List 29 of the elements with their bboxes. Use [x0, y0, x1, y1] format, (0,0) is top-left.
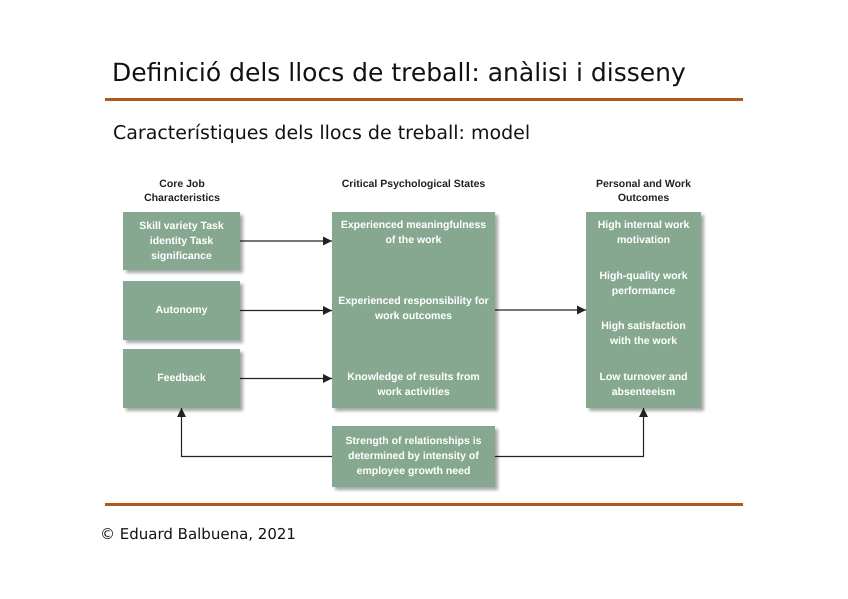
arrow — [240, 306, 332, 315]
process-box — [586, 212, 701, 408]
arrow — [177, 408, 332, 458]
copyright-note: © Eduard Balbuena, 2021 — [100, 525, 296, 543]
column-heading: Personal and Work Outcomes — [595, 177, 692, 205]
box-text: Strength of relationships is determined by intensity of employee growth need — [344, 434, 482, 479]
process-box — [123, 212, 240, 270]
process-box — [332, 426, 495, 487]
box-text: Skill variety Task identity Task significance — [138, 218, 225, 264]
box-text: Feedback — [157, 371, 206, 386]
process-box — [123, 349, 240, 408]
box-text: High-quality work performance — [598, 268, 689, 299]
box-text: Experienced meaningfulness of the work — [340, 218, 488, 248]
box-text: Low turnover and absenteeism — [598, 370, 689, 400]
box-text: High internal work motivation — [596, 218, 690, 248]
box-text: Experienced responsibility for work outcomes — [337, 294, 490, 324]
column-heading: Core Job Characteristics — [143, 177, 221, 205]
slide-title: Definició dels llocs de treball: anàlisi i disseny — [112, 58, 686, 87]
slide-subtitle: Característiques dels llocs de treball: model — [113, 122, 530, 144]
arrow — [240, 236, 332, 246]
arrow — [495, 306, 586, 314]
box-text: High satisfaction with the work — [600, 319, 687, 350]
arrow — [240, 374, 332, 383]
column-heading: Critical Psychological States — [340, 177, 486, 191]
arrow — [495, 408, 648, 458]
box-text: Knowledge of results from work activities — [346, 370, 481, 400]
box-text: Autonomy — [156, 303, 208, 318]
process-box — [332, 212, 495, 408]
process-box — [123, 281, 240, 340]
